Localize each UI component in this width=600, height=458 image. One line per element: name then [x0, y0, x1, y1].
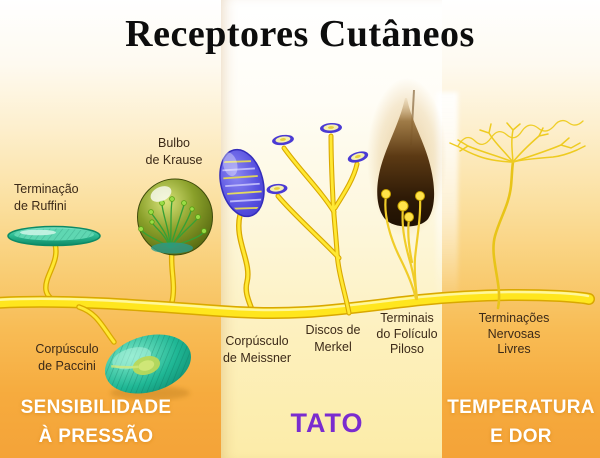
- zone-label-touch: TATO: [290, 408, 364, 438]
- free-nerve-endings: [449, 119, 586, 310]
- paccini-stalk: [79, 307, 114, 342]
- zone-temperature-band: [442, 0, 600, 458]
- main-nerve-trunk: [0, 289, 595, 320]
- ruffini-disc: [7, 225, 101, 247]
- hair-follicle: [367, 78, 447, 301]
- zone-label-pressure: SENSIBILIDADE À PRESSÃO: [20, 397, 172, 447]
- label-livres: Terminações Nervosas Livres: [478, 311, 550, 356]
- label-meissner: Corpúsculo de Meissner: [222, 334, 292, 365]
- merkel-discs: [266, 122, 369, 195]
- krause-bulb: [137, 178, 213, 256]
- merkel-disc-tree: [266, 122, 369, 316]
- label-merkel: Discos de Merkel: [305, 323, 361, 354]
- label-foliculo: Terminais do Folículo Piloso: [376, 311, 438, 356]
- meissner-corpuscle: [219, 148, 265, 218]
- zone-label-temperature: TEMPERATURA E DOR: [447, 397, 595, 447]
- page-title: Receptores Cutâneos: [125, 13, 475, 55]
- paccini-corpuscle: [105, 334, 191, 400]
- follicle-terminals: [381, 189, 425, 301]
- label-paccini: Corpúsculo de Paccini: [35, 342, 99, 373]
- label-krause: Bulbo de Krause: [145, 136, 203, 167]
- label-ruffini: Terminação de Ruffini: [14, 182, 79, 213]
